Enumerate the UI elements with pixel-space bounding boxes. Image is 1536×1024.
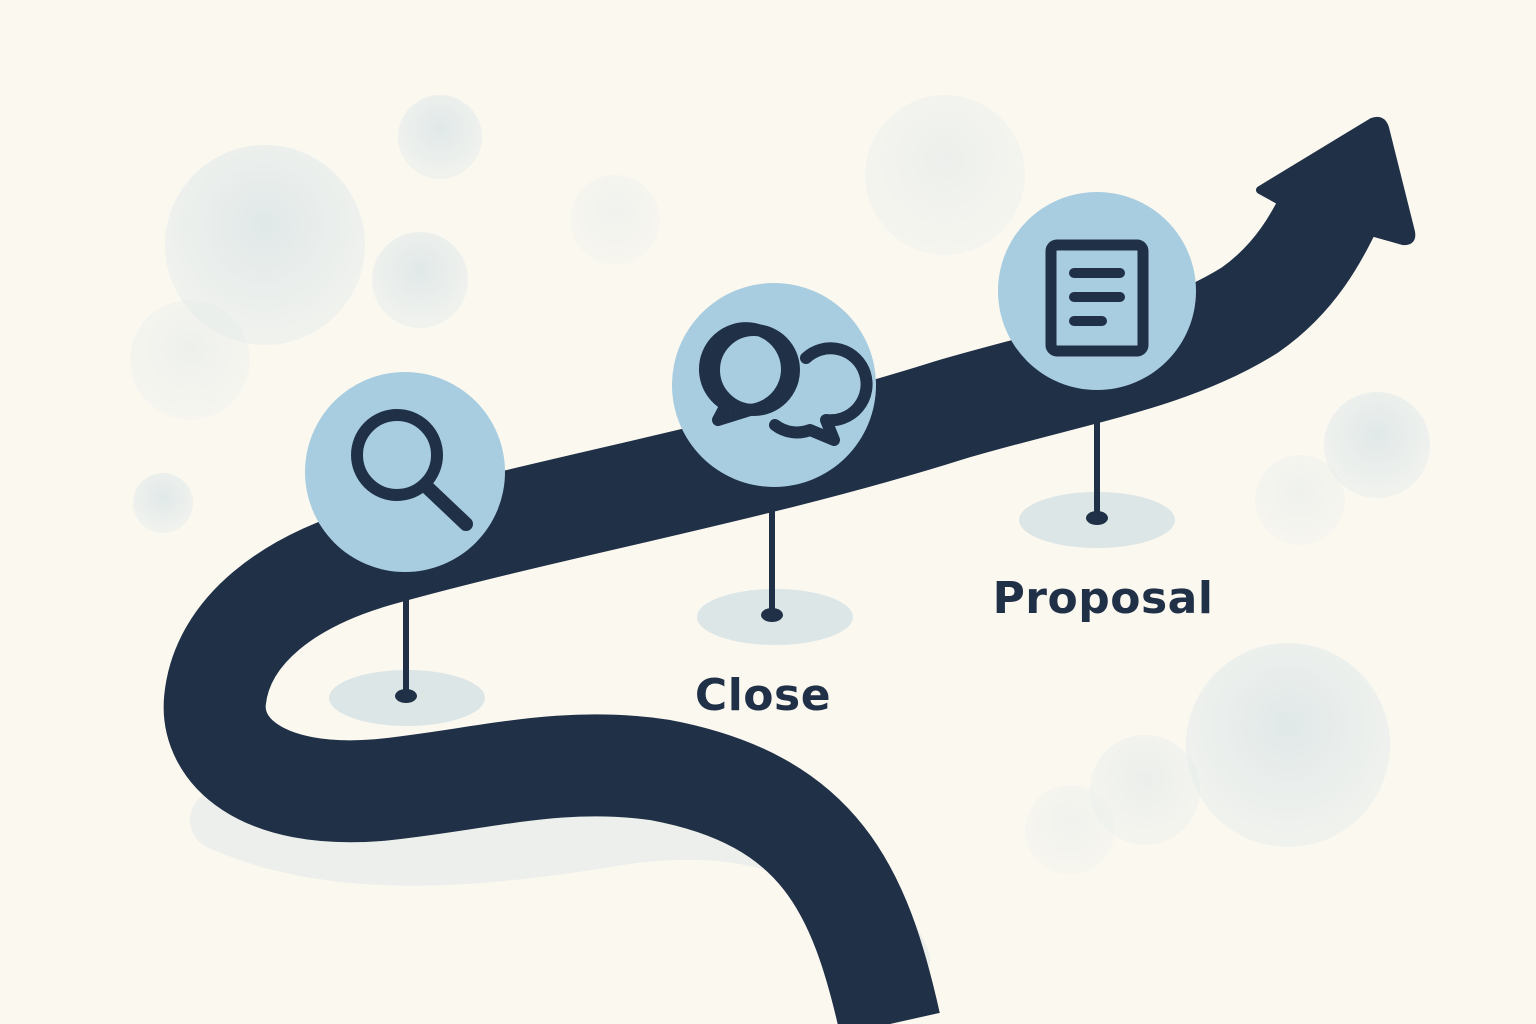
pin-base — [1086, 511, 1108, 525]
arrow-head-icon — [1256, 116, 1416, 246]
pin-base — [761, 608, 783, 622]
stage-search — [305, 372, 505, 572]
pin-base — [395, 689, 417, 703]
cloud-circle — [398, 95, 482, 179]
chat-bubbles-icon — [699, 322, 873, 446]
cloud-circle — [865, 95, 1025, 255]
cloud-circle — [1090, 735, 1200, 845]
stage-circle — [305, 372, 505, 572]
stage-close — [672, 283, 876, 487]
cloud-circle — [1324, 392, 1430, 498]
stage-proposal — [998, 192, 1196, 390]
cloud-circle — [130, 300, 250, 420]
cloud-circle — [1186, 643, 1390, 847]
stage-label-proposal: Proposal — [993, 573, 1214, 624]
cloud-circle — [165, 145, 365, 345]
pin-bases — [395, 511, 1108, 703]
cloud-circle — [372, 232, 468, 328]
cloud-circle — [1255, 455, 1345, 545]
background-clouds — [130, 95, 1430, 875]
cloud-circle — [133, 473, 193, 533]
document-icon — [1045, 239, 1149, 357]
cloud-circle — [1025, 785, 1115, 875]
stage-circle — [998, 192, 1196, 390]
stage-label-close: Close — [695, 670, 831, 721]
cloud-circle — [570, 175, 660, 265]
magnifying-glass-icon — [351, 409, 473, 531]
pin-stems — [403, 382, 1100, 697]
